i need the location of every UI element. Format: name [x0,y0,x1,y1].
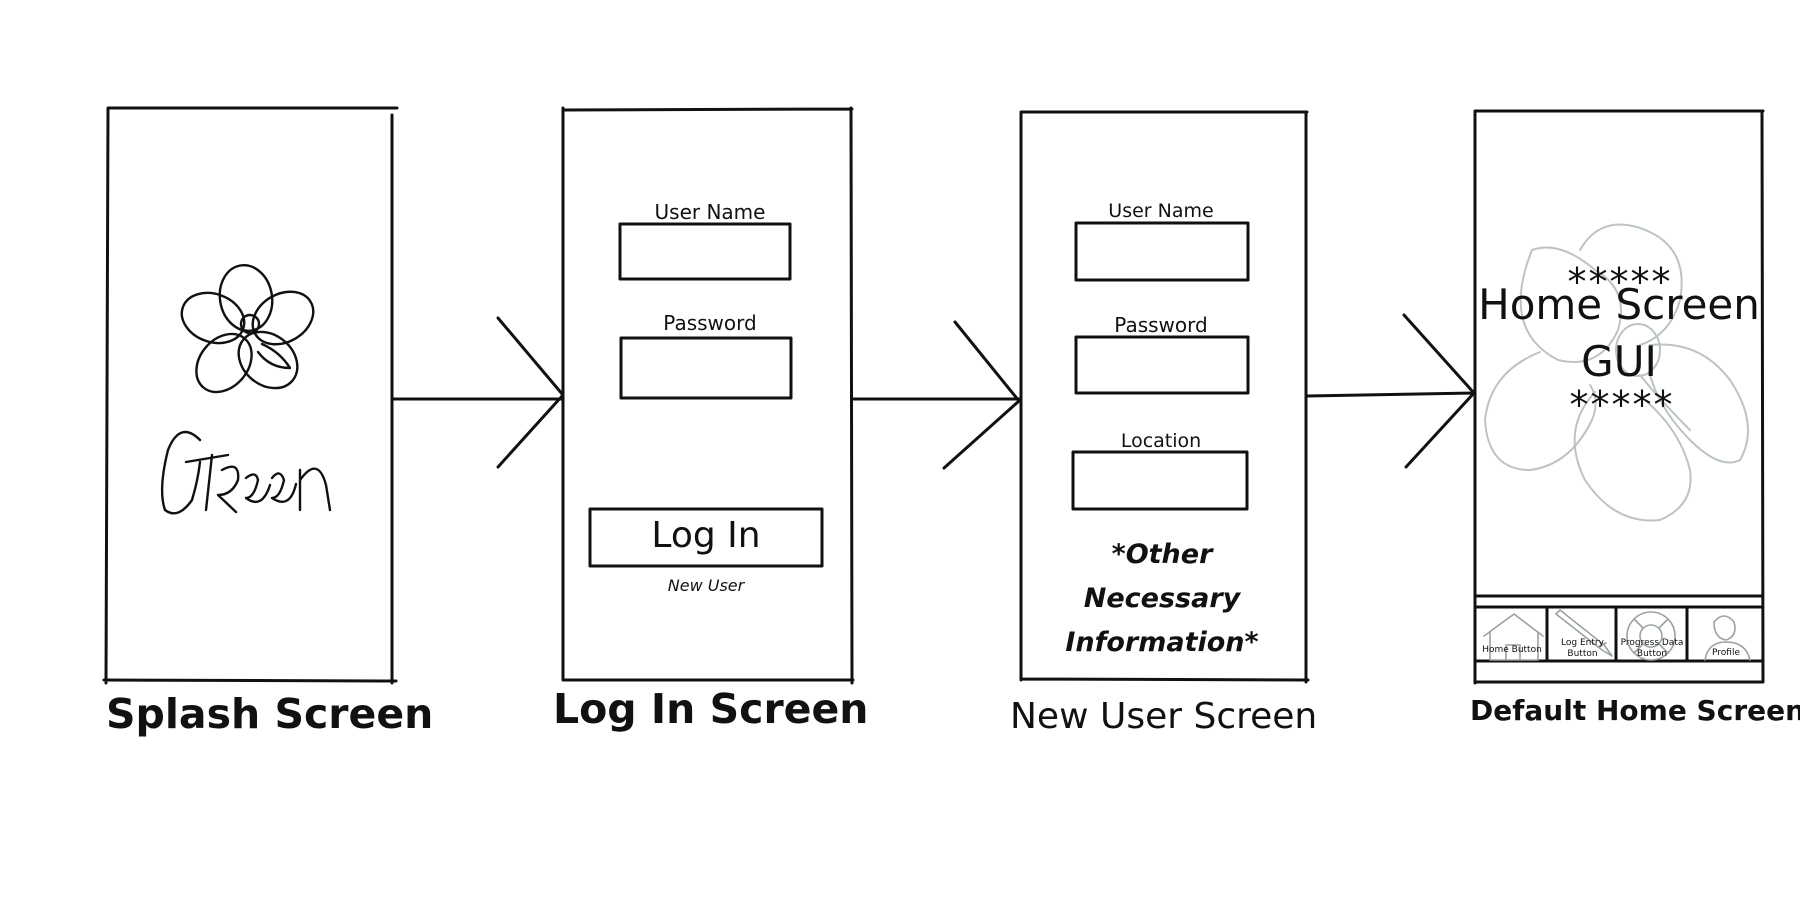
green-wordmark [160,430,332,515]
person-icon [1704,615,1751,661]
arrow-2 [850,320,1021,470]
new-user-username-label: User Name [1108,200,1214,222]
login-password-label: Password [663,311,757,335]
new-user-username-input[interactable] [1076,223,1248,280]
home-nav-lines [1474,594,1764,663]
new-user-username-input-shape [1074,221,1250,282]
new-user-password-label: Password [1114,313,1208,337]
login-button[interactable]: Log In [651,515,761,556]
nav-progress-data-button[interactable]: Progress Data Button [1620,638,1684,659]
home-stars-bottom: ***** [1569,383,1675,427]
login-username-input-shape [618,222,792,281]
nav-profile[interactable]: Profile [1712,648,1740,658]
login-password-input[interactable] [621,338,791,398]
new-user-frame [1019,110,1310,684]
new-user-location-input[interactable] [1073,452,1247,509]
splash-caption: Splash Screen [106,690,434,738]
new-user-location-label: Location [1120,430,1202,452]
arrow-1 [392,316,565,469]
home-subtitle: GUI [1581,337,1657,386]
lifebuoy-icon [1626,611,1676,661]
nav-home-button[interactable]: Home Button [1482,645,1542,655]
nav-log-entry-button[interactable]: Log Entry Button [1561,638,1604,659]
new-user-password-input-shape [1074,335,1250,395]
login-username-input[interactable] [620,224,790,279]
login-caption: Log In Screen [553,685,869,733]
new-user-password-input[interactable] [1076,337,1248,393]
home-title: Home Screen [1478,280,1760,329]
home-frame [1473,109,1765,685]
pencil-icon [1555,609,1613,657]
home-watermark-flower [1484,223,1749,522]
home-nav-icons [1483,609,1751,661]
login-username-label: User Name [654,200,766,224]
splash-frame [102,106,399,685]
login-button-shape [588,507,824,568]
other-info-note: *Other Necessary Information* [1065,539,1259,658]
new-user-link[interactable]: New User [667,576,745,595]
arrow-3 [1305,313,1476,469]
login-password-input-shape [619,336,793,400]
home-stars-top: ***** [1567,260,1673,304]
flower-logo [180,263,315,394]
new-user-caption: New User Screen [1010,696,1318,737]
house-icon [1483,613,1544,661]
home-caption: Default Home Screen [1470,694,1800,727]
new-user-location-input-shape [1071,450,1249,511]
